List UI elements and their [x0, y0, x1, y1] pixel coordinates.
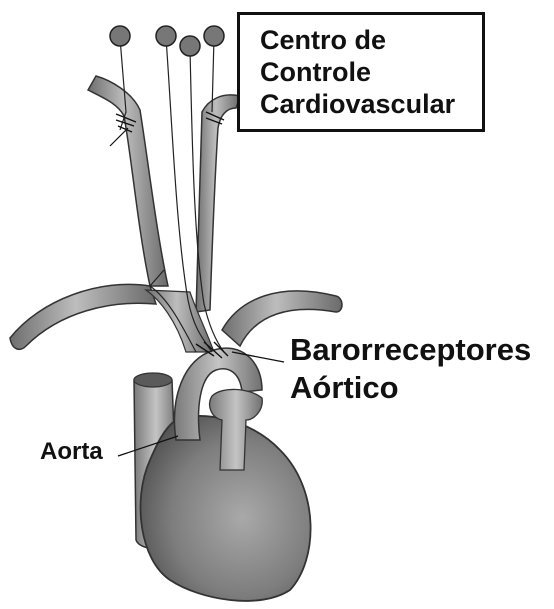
- left-carotid-artery: [88, 76, 168, 286]
- aorta-label: Aorta: [40, 438, 103, 466]
- control-center-line-2: Controle: [260, 57, 371, 87]
- baroreceptors-label-line1: Barorreceptores: [290, 332, 531, 368]
- node-4: [204, 26, 224, 46]
- control-center-box: Centro de Controle Cardiovascular: [237, 12, 485, 132]
- control-center-line-1: Centro de: [260, 25, 386, 55]
- left-carotid-pointer-line: [110, 128, 128, 146]
- control-center-line-3: Cardiovascular: [260, 89, 455, 119]
- baroreceptors-label-line2: Aórtico: [290, 370, 399, 406]
- node-2: [156, 26, 176, 46]
- left-subclavian-artery: [10, 284, 156, 349]
- right-carotid-artery: [196, 95, 240, 312]
- node-1: [110, 26, 130, 46]
- node-3: [180, 36, 200, 56]
